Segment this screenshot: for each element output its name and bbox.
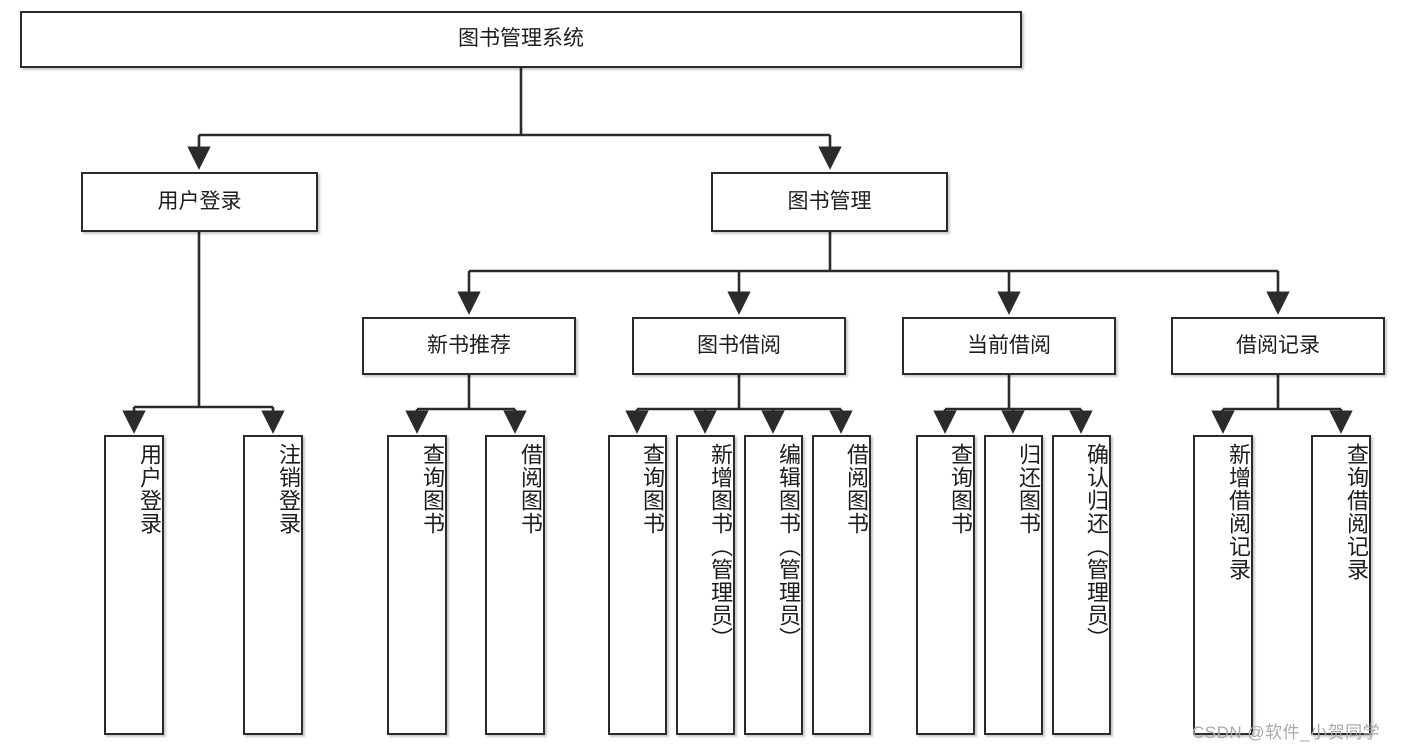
node-leaf-return-book-label: 归还图书 <box>1016 443 1041 535</box>
node-leaf-borrow-book-new[interactable]: 借阅图书 <box>485 435 545 735</box>
node-leaf-query-borrow-record[interactable]: 查询借阅记录 <box>1311 435 1371 735</box>
node-new-book-recommend-label: 新书推荐 <box>427 333 511 357</box>
node-leaf-edit-book-admin-label: 编辑图书（管理员） <box>776 443 801 650</box>
node-current-borrow[interactable]: 当前借阅 <box>902 317 1116 375</box>
node-leaf-query-book-new[interactable]: 查询图书 <box>387 435 447 735</box>
node-leaf-query-book-borrow-label: 查询图书 <box>640 443 665 535</box>
node-root-label: 图书管理系统 <box>458 27 584 51</box>
node-leaf-confirm-return-admin-label: 确认归还（管理员） <box>1084 443 1109 650</box>
node-leaf-borrow-book-label: 借阅图书 <box>844 443 869 535</box>
node-leaf-add-borrow-record[interactable]: 新增借阅记录 <box>1193 435 1253 735</box>
node-book-manage[interactable]: 图书管理 <box>711 172 948 232</box>
node-leaf-edit-book-admin[interactable]: 编辑图书（管理员） <box>744 435 803 735</box>
node-book-manage-label: 图书管理 <box>787 189 872 213</box>
node-book-borrow-label: 图书借阅 <box>697 333 781 357</box>
node-borrow-record[interactable]: 借阅记录 <box>1171 317 1385 375</box>
node-leaf-borrow-book-new-label: 借阅图书 <box>518 443 543 535</box>
node-leaf-query-book-new-label: 查询图书 <box>420 443 445 535</box>
node-user-login-label: 用户登录 <box>157 189 242 213</box>
node-leaf-user-logout[interactable]: 注销登录 <box>243 435 303 735</box>
node-leaf-add-book-admin-label: 新增图书（管理员） <box>708 443 733 650</box>
node-leaf-user-login[interactable]: 用户登录 <box>104 435 164 735</box>
node-leaf-borrow-book[interactable]: 借阅图书 <box>812 435 871 735</box>
csdn-watermark: CSDN @软件_小贺同学 <box>1192 723 1381 742</box>
node-leaf-return-book[interactable]: 归还图书 <box>984 435 1043 735</box>
node-leaf-confirm-return-admin[interactable]: 确认归还（管理员） <box>1052 435 1111 735</box>
node-root[interactable]: 图书管理系统 <box>20 11 1022 68</box>
node-leaf-query-book-borrow[interactable]: 查询图书 <box>608 435 667 735</box>
node-leaf-user-login-label: 用户登录 <box>137 443 162 535</box>
node-leaf-user-logout-label: 注销登录 <box>276 443 301 535</box>
node-book-borrow[interactable]: 图书借阅 <box>632 317 846 375</box>
node-current-borrow-label: 当前借阅 <box>967 333 1051 357</box>
node-new-book-recommend[interactable]: 新书推荐 <box>362 317 576 375</box>
node-borrow-record-label: 借阅记录 <box>1236 333 1320 357</box>
node-leaf-add-book-admin[interactable]: 新增图书（管理员） <box>676 435 735 735</box>
node-leaf-query-book-current[interactable]: 查询图书 <box>916 435 975 735</box>
node-user-login[interactable]: 用户登录 <box>81 172 318 232</box>
node-leaf-add-borrow-record-label: 新增借阅记录 <box>1226 443 1251 581</box>
node-leaf-query-borrow-record-label: 查询借阅记录 <box>1344 443 1369 581</box>
node-leaf-query-book-current-label: 查询图书 <box>948 443 973 535</box>
